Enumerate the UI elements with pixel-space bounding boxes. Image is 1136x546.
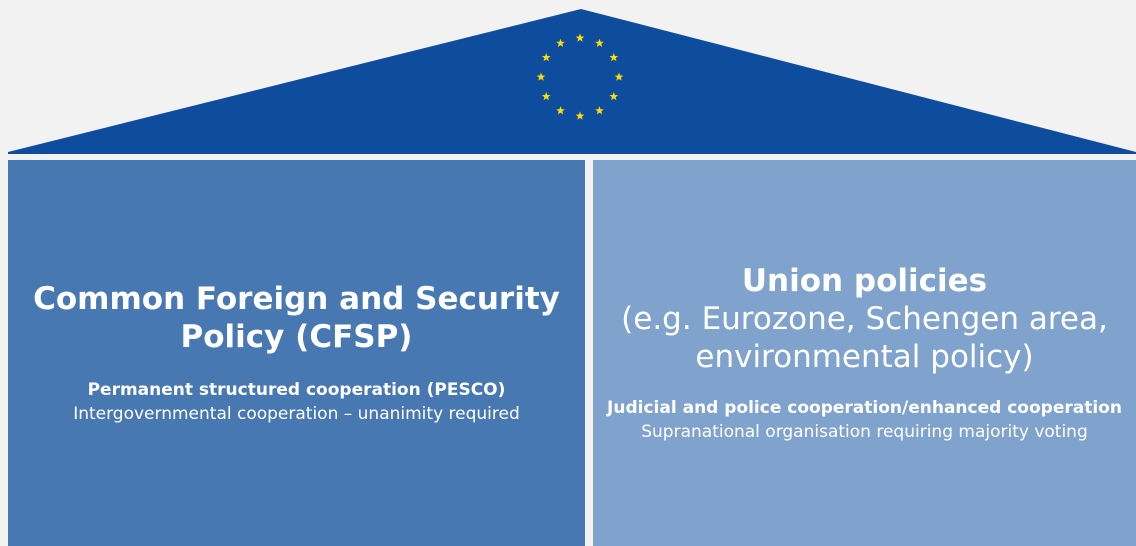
star-icon [595, 106, 604, 115]
roof [8, 9, 1136, 154]
pillar-title: Common Foreign and Security Policy (CFSP… [33, 281, 560, 355]
star-icon [541, 52, 551, 62]
pillar-heading: Judicial and police cooperation/enhanced… [607, 398, 1122, 418]
pillar-heading: Permanent structured cooperation (PESCO) [87, 380, 506, 400]
eu-stars-icon [536, 33, 624, 120]
pillar-description: Intergovernmental cooperation – unanimit… [73, 404, 520, 424]
pillar-cfsp: Common Foreign and Security Policy (CFSP… [8, 160, 585, 546]
star-icon [536, 72, 546, 81]
roof-shape [8, 9, 1136, 154]
pillar-subtitle: (e.g. Eurozone, Schengen area, environme… [621, 301, 1108, 375]
pillar-title: Union policies [741, 263, 988, 299]
star-icon [556, 106, 565, 115]
star-icon [541, 91, 551, 101]
star-icon [556, 38, 565, 47]
star-icon [575, 111, 585, 120]
pillar-description: Supranational organisation requiring maj… [641, 422, 1088, 442]
star-icon [609, 52, 619, 62]
star-icon [575, 33, 585, 42]
pillar-union-policies: Union policies (e.g. Eurozone, Schengen … [593, 160, 1136, 546]
star-icon [609, 91, 619, 101]
star-icon [614, 72, 624, 81]
star-icon [595, 38, 604, 47]
